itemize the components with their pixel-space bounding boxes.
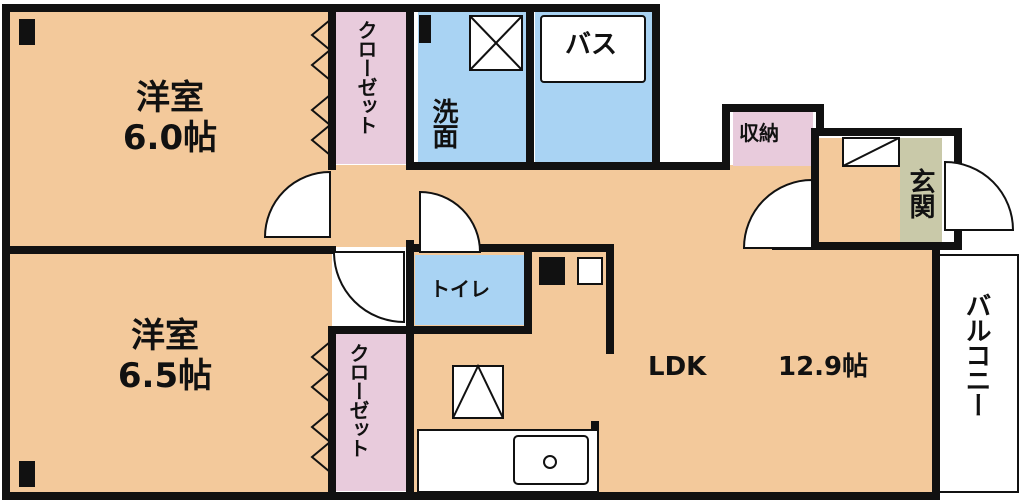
entrance-floor (900, 138, 942, 246)
door-swings (263, 160, 1015, 324)
fridge-space (452, 365, 504, 419)
closet-2-floor (332, 333, 407, 491)
ldk-size: 12.9帖 (778, 352, 869, 382)
western-room-2-name: 洋室 (131, 316, 199, 356)
western-room-1-name: 洋室 (136, 78, 204, 118)
balcony-label: バルコニー (961, 292, 991, 417)
closet-1-label: クローゼット (354, 20, 378, 134)
closet-2-label: クローゼット (346, 343, 370, 457)
western-room-2-label: 洋室 6.5帖 (85, 316, 245, 396)
bathtub (540, 15, 646, 83)
fixtures (19, 15, 900, 493)
washroom-label: 洗面 (428, 98, 458, 148)
western-room-1-size: 6.0帖 (122, 118, 218, 158)
toilet-floor (415, 255, 525, 325)
toilet-label: トイレ (430, 277, 490, 301)
walls (2, 4, 962, 500)
bath-label: バス (565, 30, 618, 60)
closet-1-floor (332, 12, 412, 164)
balcony-floor (937, 254, 1019, 493)
western-room-2-floor (10, 252, 332, 492)
hallway-floor (332, 165, 752, 247)
western-room-1-label: 洋室 6.0帖 (90, 78, 250, 158)
closet-door-marks (310, 19, 332, 473)
western-room-2-size: 6.5帖 (117, 356, 213, 396)
ldk-label: LDK (648, 352, 707, 382)
storage-floor (733, 108, 813, 166)
entrance-label: 玄関 (905, 168, 935, 218)
storage-label: 収納 (739, 121, 779, 145)
